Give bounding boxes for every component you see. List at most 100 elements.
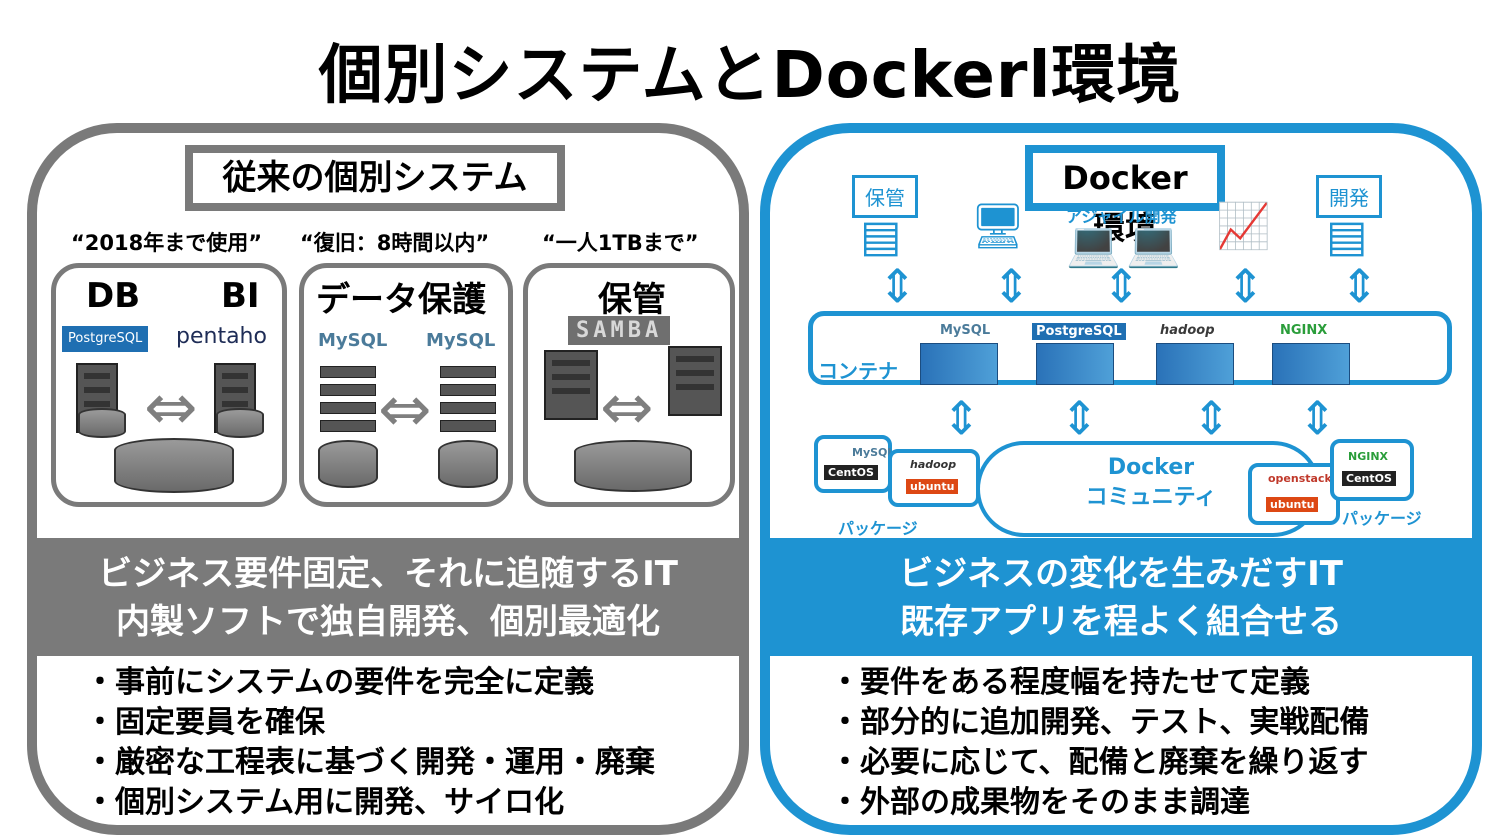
list-item: ・必要に応じて、配備と廃棄を繰り返す (830, 745, 1369, 780)
vertical-arrow-icon: ⇕ (942, 391, 981, 445)
list-item: ・要件をある程度幅を持たせて定義 (830, 665, 1310, 700)
vertical-arrow-icon: ⇕ (992, 259, 1031, 313)
rack-server-icon (320, 402, 376, 414)
container-icon (1036, 343, 1114, 385)
bidirectional-arrow-icon: ⇔ (600, 371, 654, 445)
storage-label: 保管 (598, 280, 666, 320)
data-protection-label: データ保護 (316, 280, 486, 320)
rack-server-icon (440, 384, 496, 396)
container-label: コンテナ (818, 359, 898, 383)
ubuntu-logo: ubuntu (906, 479, 959, 494)
container-icon (920, 343, 998, 385)
legacy-summary-band: ビジネス要件固定、それに追随するIT 内製ソフトで独自開発、個別最適化 (37, 538, 739, 656)
nginx-logo: NGINX (1280, 323, 1328, 338)
shared-storage-icon (114, 438, 234, 493)
list-item: ・個別システム用に開発、サイロ化 (85, 785, 565, 820)
server-storage-icon: ▤ (860, 211, 902, 262)
disk-icon (318, 440, 378, 488)
db-bi-system-box: DB BI PostgreSQL pentaho ⇔ (51, 263, 287, 507)
shared-storage-icon (574, 440, 692, 492)
mysql-logo: MySQL (426, 330, 496, 351)
bidirectional-arrow-icon: ⇔ (144, 371, 198, 445)
vertical-arrow-icon: ⇕ (1340, 259, 1379, 313)
quote-recovery-time: “復旧：8時間以内” (300, 231, 490, 255)
package-box: MySQL CentOS (814, 435, 894, 493)
mysql-logo: MySQL (318, 330, 388, 351)
agile-dev-label: アジャイル開発 (1066, 207, 1177, 226)
docker-summary-line: 既存アプリを程よく組合せる (900, 602, 1342, 642)
rack-server-icon (320, 420, 376, 432)
storage-box: 保管 SAMBA ⇔ (523, 263, 735, 507)
docker-summary-line: ビジネスの変化を生みだすIT (899, 554, 1343, 594)
package-box: openstack ubuntu (1248, 463, 1340, 525)
vertical-arrow-icon: ⇕ (1102, 259, 1141, 313)
container-icon (1156, 343, 1234, 385)
rack-server-icon (320, 366, 376, 378)
disk-icon (438, 440, 498, 488)
growth-chart-icon: 📈 (1216, 201, 1271, 252)
docker-panel-heading: Docker環境 (1025, 145, 1225, 247)
vertical-arrow-icon: ⇕ (1060, 391, 1099, 445)
mysql-logo: MySQL (940, 323, 991, 338)
list-item: ・固定要員を確保 (85, 705, 325, 740)
openstack-logo: openstack (1268, 472, 1332, 485)
samba-logo: SAMBA (568, 316, 671, 345)
mysql-logo: MySQL (852, 446, 895, 459)
docker-community-text: Docker コミュニティ (996, 453, 1306, 513)
disk-icon (216, 408, 264, 438)
postgresql-logo: PostgreSQL (1032, 323, 1126, 340)
monitor-chart-icon: 🖥 (970, 201, 1026, 252)
data-protection-box: データ保護 MySQL MySQL ⇔ (299, 263, 513, 507)
bidirectional-arrow-icon: ⇔ (378, 373, 432, 447)
quote-storage-quota: “一人1TBまで” (542, 231, 699, 255)
storage-box-label: 保管 (852, 175, 918, 218)
package-label: パッケージ (838, 519, 918, 538)
hadoop-logo: hadoop (910, 458, 957, 471)
community-line: コミュニティ (1085, 485, 1217, 510)
laptop-icon: 💻 (1066, 219, 1121, 270)
list-item: ・外部の成果物をそのまま調達 (830, 785, 1250, 820)
bi-label: BI (221, 276, 260, 316)
package-label: パッケージ (1342, 509, 1422, 528)
vertical-arrow-icon: ⇕ (1226, 259, 1265, 313)
list-item: ・部分的に追加開発、テスト、実戦配備 (830, 705, 1370, 740)
docker-summary-band: ビジネスの変化を生みだすIT 既存アプリを程よく組合せる (770, 538, 1472, 656)
postgresql-logo: PostgreSQL (62, 326, 149, 352)
nginx-logo: NGINX (1348, 450, 1389, 463)
rack-server-icon (320, 384, 376, 396)
page-title: 個別システムとDockerl環境 (318, 39, 1182, 113)
disk-icon (78, 408, 126, 438)
pentaho-logo: pentaho (176, 324, 267, 349)
legacy-bullet-list: ・事前にシステムの要件を完全に定義 ・固定要員を確保 ・厳密な工程表に基づく開発… (85, 663, 655, 823)
legacy-summary-line: 内製ソフトで独自開発、個別最適化 (116, 602, 660, 642)
list-item: ・事前にシステムの要件を完全に定義 (85, 665, 595, 700)
container-icon (1272, 343, 1350, 385)
docker-bullet-list: ・要件をある程度幅を持たせて定義 ・部分的に追加開発、テスト、実戦配備 ・必要に… (830, 663, 1369, 823)
legacy-summary-line: ビジネス要件固定、それに追随するIT (98, 554, 678, 594)
package-box: hadoop ubuntu (888, 449, 980, 507)
db-label: DB (86, 276, 141, 316)
legacy-panel-heading: 従来の個別システム (185, 145, 565, 211)
list-item: ・厳密な工程表に基づく開発・運用・廃棄 (85, 745, 655, 780)
vertical-arrow-icon: ⇕ (1192, 391, 1231, 445)
container-layer (808, 311, 1452, 385)
ubuntu-logo: ubuntu (1266, 497, 1319, 512)
centos-logo: CentOS (824, 465, 878, 480)
legacy-system-panel: 従来の個別システム “2018年まで使用” “復旧：8時間以内” “一人1TBま… (27, 123, 749, 835)
quote-usage-period: “2018年まで使用” (71, 231, 263, 255)
dev-box-label: 開発 (1316, 175, 1382, 218)
hadoop-logo: hadoop (1160, 323, 1215, 338)
docker-environment-panel: Docker環境 保管 ▤ 🖥 アジャイル開発 💻 💻 📈 開発 ▤ ⇕ ⇕ ⇕… (760, 123, 1482, 835)
server-icon (668, 346, 722, 416)
rack-server-icon (440, 366, 496, 378)
rack-server-icon (440, 402, 496, 414)
vertical-arrow-icon: ⇕ (1298, 391, 1337, 445)
server-icon (544, 350, 598, 420)
community-line: Docker (1107, 455, 1195, 480)
package-box: NGINX CentOS (1330, 439, 1414, 501)
centos-logo: CentOS (1342, 471, 1396, 486)
server-storage-icon: ▤ (1326, 211, 1368, 262)
laptop-icon: 💻 (1126, 219, 1181, 270)
vertical-arrow-icon: ⇕ (878, 259, 917, 313)
rack-server-icon (440, 420, 496, 432)
